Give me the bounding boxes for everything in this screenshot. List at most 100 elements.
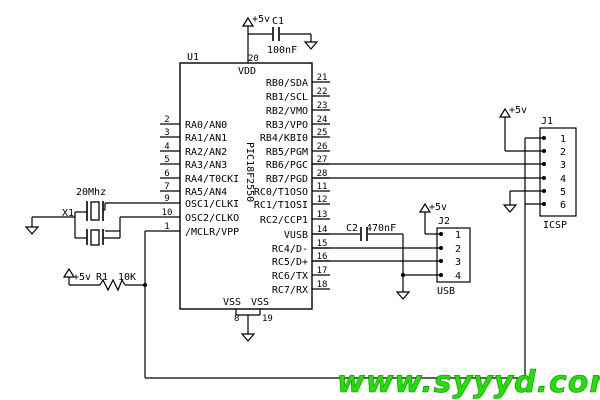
j2-pin-number: 2 xyxy=(455,244,461,255)
u1-vss-pin-19: 19 xyxy=(262,314,273,324)
vcc-label-r1: +5v xyxy=(73,272,91,283)
j2-ref: J2 xyxy=(438,216,450,227)
u1-pin-label: OSC1/CLKI xyxy=(185,199,239,210)
u1-vss-label-1: VSS xyxy=(223,297,241,308)
u1-pin-number: 16 xyxy=(317,252,328,262)
u1-pin-label: RB3/VPO xyxy=(266,120,308,131)
x1-crystal xyxy=(86,201,104,221)
c2-ref: C2 xyxy=(346,223,358,234)
u1-pin-label: RC2/CCP1 xyxy=(260,215,308,226)
u1-pin-number: 4 xyxy=(164,142,169,152)
j1-connector-body xyxy=(539,127,577,217)
u1-pin-number: 15 xyxy=(317,239,328,249)
u1-pin-label: RB6/PGC xyxy=(266,160,308,171)
j1-pins: 1 2 3 4 5 6 xyxy=(542,134,566,211)
u1-pin-label: RC7/RX xyxy=(272,285,308,296)
u1-pin-number: 17 xyxy=(317,266,328,276)
u1-pin-number: 25 xyxy=(317,128,328,138)
r1-value: 10K xyxy=(118,272,136,283)
j1-pin-number: 1 xyxy=(560,134,566,145)
u1-pin-number: 2 xyxy=(164,115,169,125)
c1-value: 100nF xyxy=(267,45,297,56)
u1-pin-label: RA1/AN1 xyxy=(185,133,227,144)
j1-pin-number: 6 xyxy=(560,200,566,211)
r1-ref: R1 xyxy=(96,272,108,283)
u1-pin-number: 23 xyxy=(317,101,328,111)
u1-pin-label: RB2/VMO xyxy=(266,106,308,117)
vcc-symbol-j1 xyxy=(498,107,512,151)
j1-pin-number: 5 xyxy=(560,187,566,198)
j2-pin-number: 3 xyxy=(455,257,461,268)
u1-pin-label: RA2/AN2 xyxy=(185,147,227,158)
u1-pin-label: VUSB xyxy=(284,230,308,241)
ground-symbol-x1 xyxy=(24,226,40,235)
vcc-label-j2: +5v xyxy=(429,202,447,213)
u1-pin-number: 5 xyxy=(164,155,169,165)
x1-load-capacitor xyxy=(86,229,104,246)
c1-ref: C1 xyxy=(272,16,284,27)
vcc-symbol-top xyxy=(241,16,255,63)
c2-capacitor xyxy=(360,227,368,241)
u1-pin-number: 13 xyxy=(317,210,328,220)
u1-pin-label: RC5/D+ xyxy=(272,257,308,268)
j1-pin-number: 3 xyxy=(560,160,566,171)
u1-pin-label: RA3/AN3 xyxy=(185,160,227,171)
u1-pin-label: RC4/D- xyxy=(272,244,308,255)
ground-symbol-c1 xyxy=(303,41,319,50)
u1-pin-number: 24 xyxy=(317,115,328,125)
u1-pin-label: RB1/SCL xyxy=(266,92,308,103)
vcc-label-j1: +5v xyxy=(509,105,527,116)
u1-pin-label: RB5/PGM xyxy=(266,147,308,158)
u1-pin-label: RC6/TX xyxy=(272,271,308,282)
u1-part-name: PIC18F2550 xyxy=(244,142,255,202)
u1-pin-number: 6 xyxy=(164,169,169,179)
j2-connector-body xyxy=(436,227,471,283)
u1-ref: U1 xyxy=(187,52,199,63)
j1-ref: J1 xyxy=(541,116,553,127)
u1-vdd-label: VDD xyxy=(238,66,256,77)
ground-symbol-vss xyxy=(240,333,256,342)
vcc-symbol-r1 xyxy=(62,267,76,285)
u1-pin-number: 18 xyxy=(317,280,328,290)
u1-pin-number: 14 xyxy=(317,225,328,235)
r1-resistor xyxy=(99,278,126,292)
j1-pin-number: 4 xyxy=(560,174,566,185)
u1-pin-number: 10 xyxy=(162,208,173,218)
u1-pin-number: 9 xyxy=(164,194,169,204)
u1-pin-number: 27 xyxy=(317,155,328,165)
u1-pin-number: 28 xyxy=(317,169,328,179)
u1-pin-number: 22 xyxy=(317,87,328,97)
x1-ref: X1 xyxy=(62,208,74,219)
c2-value: 470nF xyxy=(366,223,396,234)
u1-pin-label: RB7/PGD xyxy=(266,174,308,185)
u1-pin-label: RC0/T1OSO xyxy=(254,187,308,198)
u1-pin-label: RB0/SDA xyxy=(266,78,308,89)
ground-symbol-c2 xyxy=(395,291,411,300)
c1-capacitor xyxy=(272,27,280,41)
u1-pin-label: RA5/AN4 xyxy=(185,187,227,198)
u1-vdd-pin: 20 xyxy=(248,54,259,64)
u1-pin-number: 3 xyxy=(164,128,169,138)
watermark-text: www.syyyd.com xyxy=(337,365,600,400)
j2-pin-number: 4 xyxy=(455,271,461,282)
u1-pin-label: /MCLR/VPP xyxy=(185,227,239,238)
x1-value: 20Mhz xyxy=(76,187,106,198)
u1-pin-number: 12 xyxy=(317,195,328,205)
u1-pin-label: RB4/KBI0 xyxy=(260,133,308,144)
j1-name: ICSP xyxy=(543,220,567,231)
u1-pin-label: RA0/AN0 xyxy=(185,120,227,131)
u1-pin-number: 7 xyxy=(164,182,169,192)
u1-pin-number: 21 xyxy=(317,73,328,83)
u1-pin-label: RA4/T0CKI xyxy=(185,174,239,185)
u1-pin-number: 1 xyxy=(164,222,169,232)
u1-vss-pin-8: 8 xyxy=(234,314,239,324)
ground-symbol-j1 xyxy=(502,204,518,213)
u1-vss-label-2: VSS xyxy=(251,297,269,308)
j1-pin-number: 2 xyxy=(560,147,566,158)
u1-body xyxy=(179,62,313,310)
j2-name: USB xyxy=(437,286,455,297)
